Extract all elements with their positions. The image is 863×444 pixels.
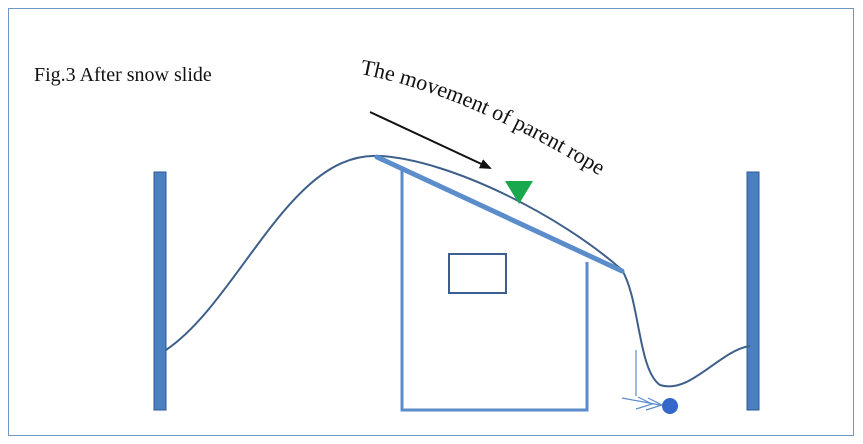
movement-label: The movement of parent rope: [359, 54, 610, 180]
movement-label-path: The movement of parent rope: [359, 54, 610, 180]
parent-rope: [165, 154, 751, 388]
weight-ball: [662, 398, 678, 414]
double-arrow-icon: [621, 396, 664, 411]
figure-title: Fig.3 After snow slide: [34, 64, 212, 86]
window: [448, 253, 507, 294]
marker-triangle: [505, 181, 533, 204]
roof: [374, 154, 625, 274]
right-pole: [746, 171, 760, 411]
movement-arrow: [369, 111, 492, 169]
house-walls: [400, 170, 589, 412]
left-pole: [153, 171, 167, 411]
